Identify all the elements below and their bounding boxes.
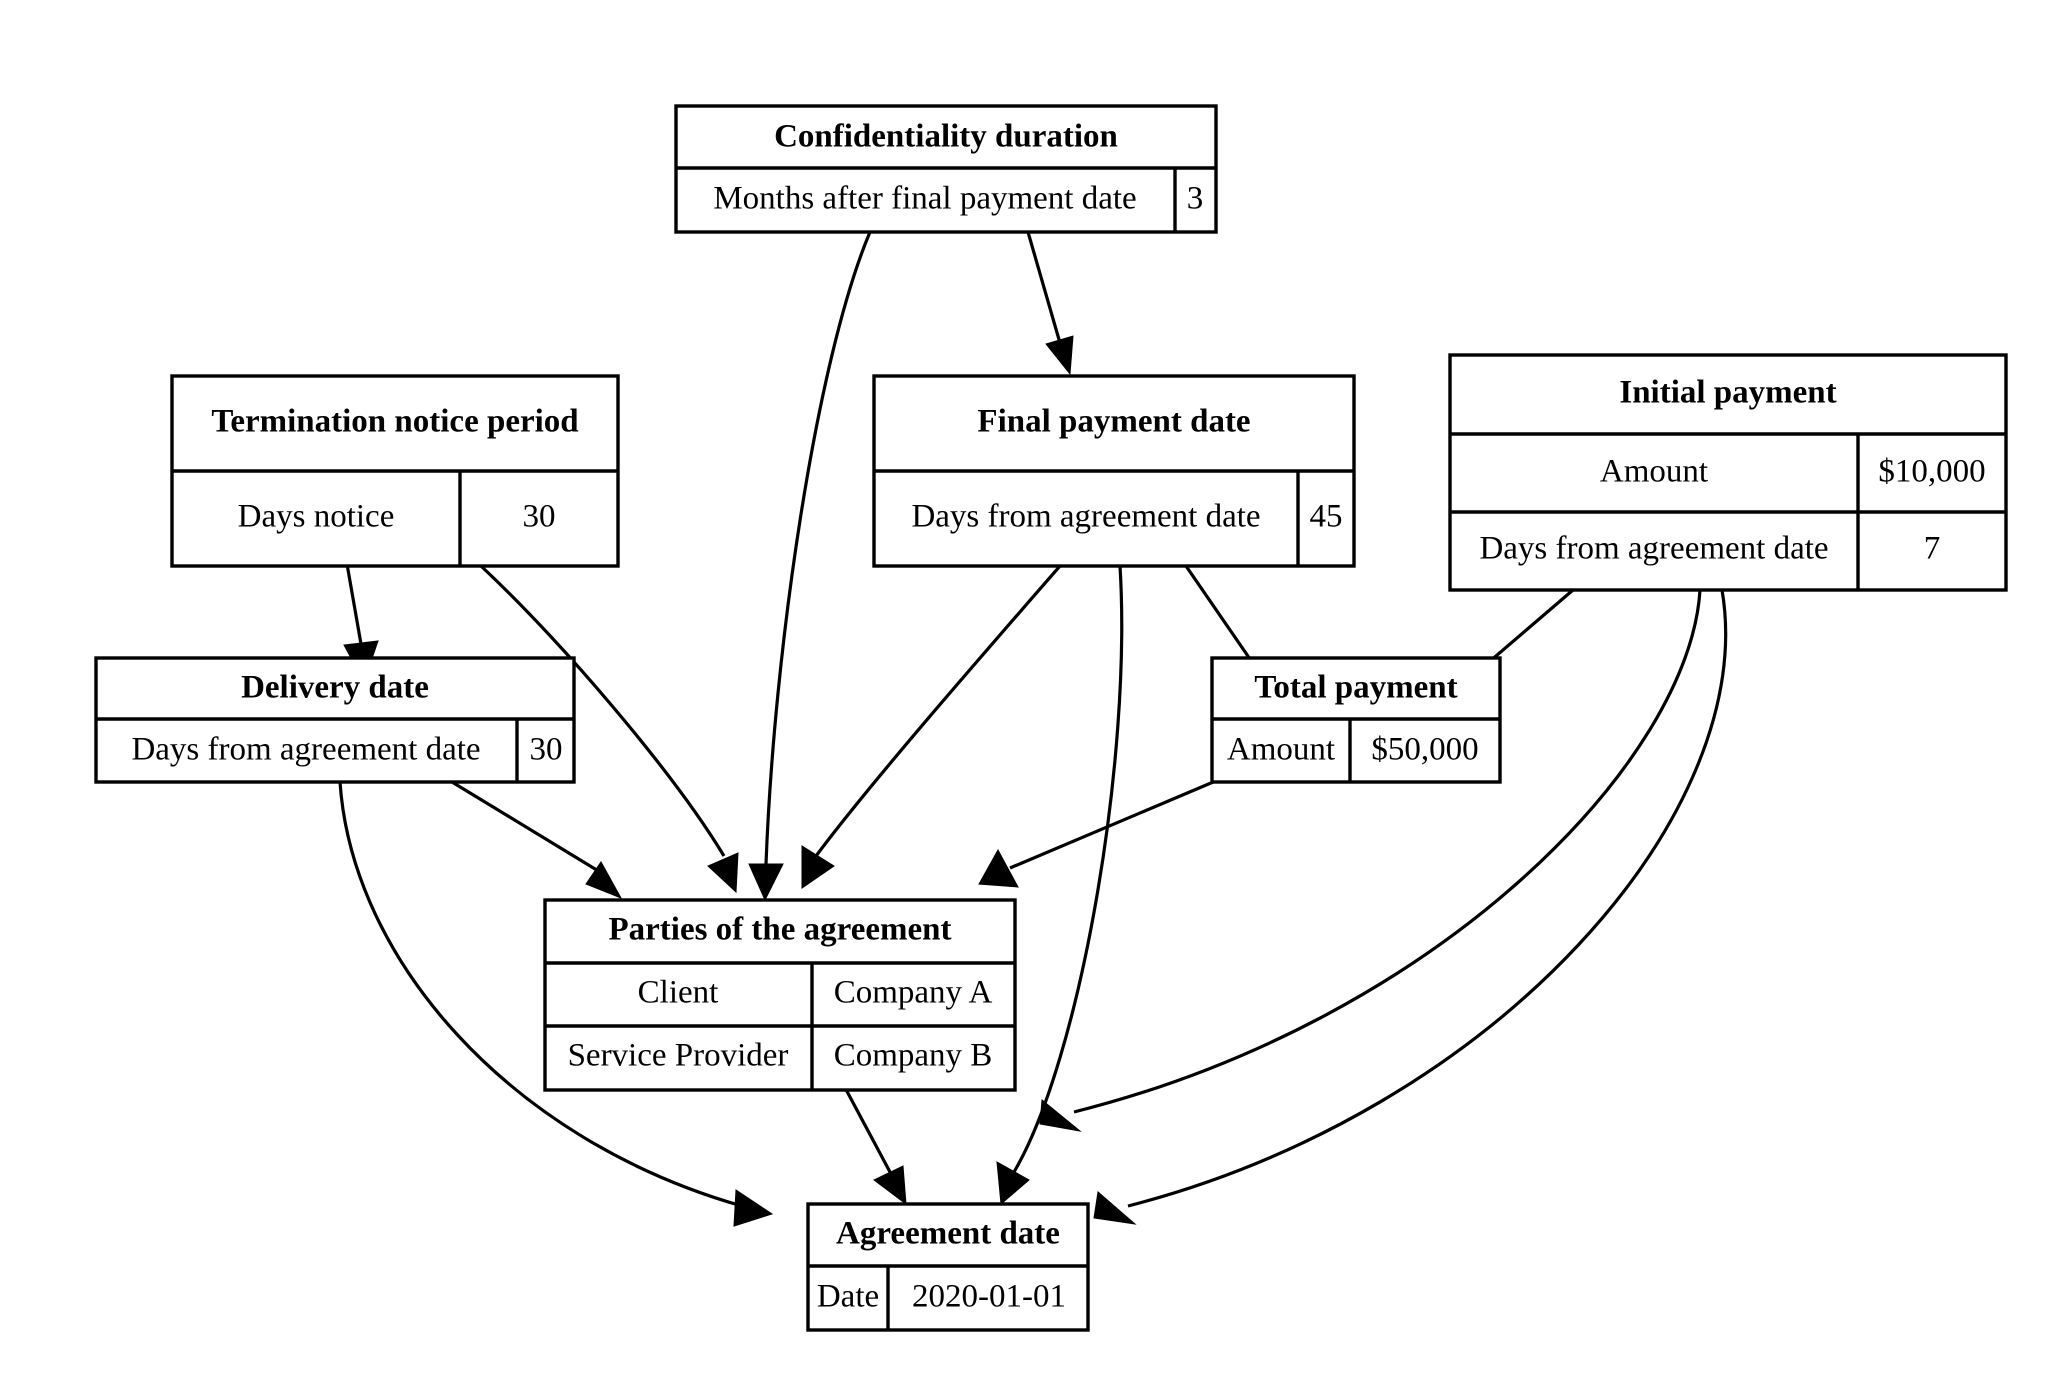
cell-value-days-from-agreement-date-initial: 7 xyxy=(1924,531,1941,567)
cell-label-days-from-agreement-date-delivery: Days from agreement date xyxy=(131,732,480,768)
node-title-termination-notice-period: Termination notice period xyxy=(211,404,578,440)
edge-parties-to-agreement-date xyxy=(840,1081,907,1206)
node-title-agreement-date: Agreement date xyxy=(836,1216,1060,1252)
node-agreement-date[interactable]: Agreement date Date 2020-01-01 xyxy=(806,1202,1090,1332)
cell-value-amount-total: $50,000 xyxy=(1371,732,1478,768)
node-final-payment-date[interactable]: Final payment date Days from agreement d… xyxy=(872,374,1356,568)
cell-value-days-from-agreement-date-delivery: 30 xyxy=(530,732,563,768)
cell-label-service-provider: Service Provider xyxy=(568,1038,789,1074)
node-title-final-payment-date: Final payment date xyxy=(977,404,1250,440)
cell-label-days-from-agreement-date-initial: Days from agreement date xyxy=(1479,531,1828,567)
node-title-initial-payment: Initial payment xyxy=(1619,375,1836,411)
cell-value-days-from-agreement-date-final: 45 xyxy=(1310,499,1343,535)
node-initial-payment[interactable]: Initial payment Amount $10,000 Days from… xyxy=(1448,353,2008,592)
node-total-payment[interactable]: Total payment Amount $50,000 xyxy=(1210,656,1502,784)
edge-initial-payment-to-parties xyxy=(1039,589,1702,1132)
cell-value-amount-initial: $10,000 xyxy=(1878,454,1985,490)
node-delivery-date[interactable]: Delivery date Days from agreement date 3… xyxy=(94,656,576,784)
edge-confidentiality-to-final-payment xyxy=(1026,231,1074,376)
cell-label-days-from-agreement-date-final: Days from agreement date xyxy=(911,499,1260,535)
node-title-parties-of-the-agreement: Parties of the agreement xyxy=(608,912,951,948)
edge-delivery-to-parties xyxy=(451,780,623,899)
cell-label-days-notice: Days notice xyxy=(238,499,395,535)
cell-value-months-after-final-payment-date: 3 xyxy=(1187,181,1204,217)
edge-final-payment-to-parties xyxy=(801,564,1062,889)
edge-confidentiality-to-parties xyxy=(748,231,872,902)
cell-label-amount-initial: Amount xyxy=(1600,454,1708,490)
cell-label-months-after-final-payment-date: Months after final payment date xyxy=(713,181,1136,217)
cell-label-amount-total: Amount xyxy=(1227,732,1335,768)
cell-label-date: Date xyxy=(817,1279,879,1315)
node-title-confidentiality-duration: Confidentiality duration xyxy=(774,119,1118,155)
cell-value-service-provider: Company B xyxy=(834,1038,993,1074)
edge-initial-payment-to-agreement-date xyxy=(1093,589,1728,1225)
cell-label-client: Client xyxy=(638,975,719,1011)
node-confidentiality-duration[interactable]: Confidentiality duration Months after fi… xyxy=(674,104,1218,234)
edge-delivery-to-agreement-date xyxy=(338,781,774,1227)
node-parties-of-the-agreement[interactable]: Parties of the agreement Client Company … xyxy=(543,898,1017,1092)
node-title-delivery-date: Delivery date xyxy=(241,670,429,706)
cell-value-client: Company A xyxy=(834,975,993,1011)
edge-total-payment-to-parties xyxy=(978,778,1219,888)
cell-value-days-notice: 30 xyxy=(523,499,556,535)
node-termination-notice-period[interactable]: Termination notice period Days notice 30 xyxy=(170,374,620,568)
edge-termination-to-parties xyxy=(479,564,739,894)
node-title-total-payment: Total payment xyxy=(1254,670,1457,706)
cell-value-date: 2020-01-01 xyxy=(912,1279,1066,1315)
